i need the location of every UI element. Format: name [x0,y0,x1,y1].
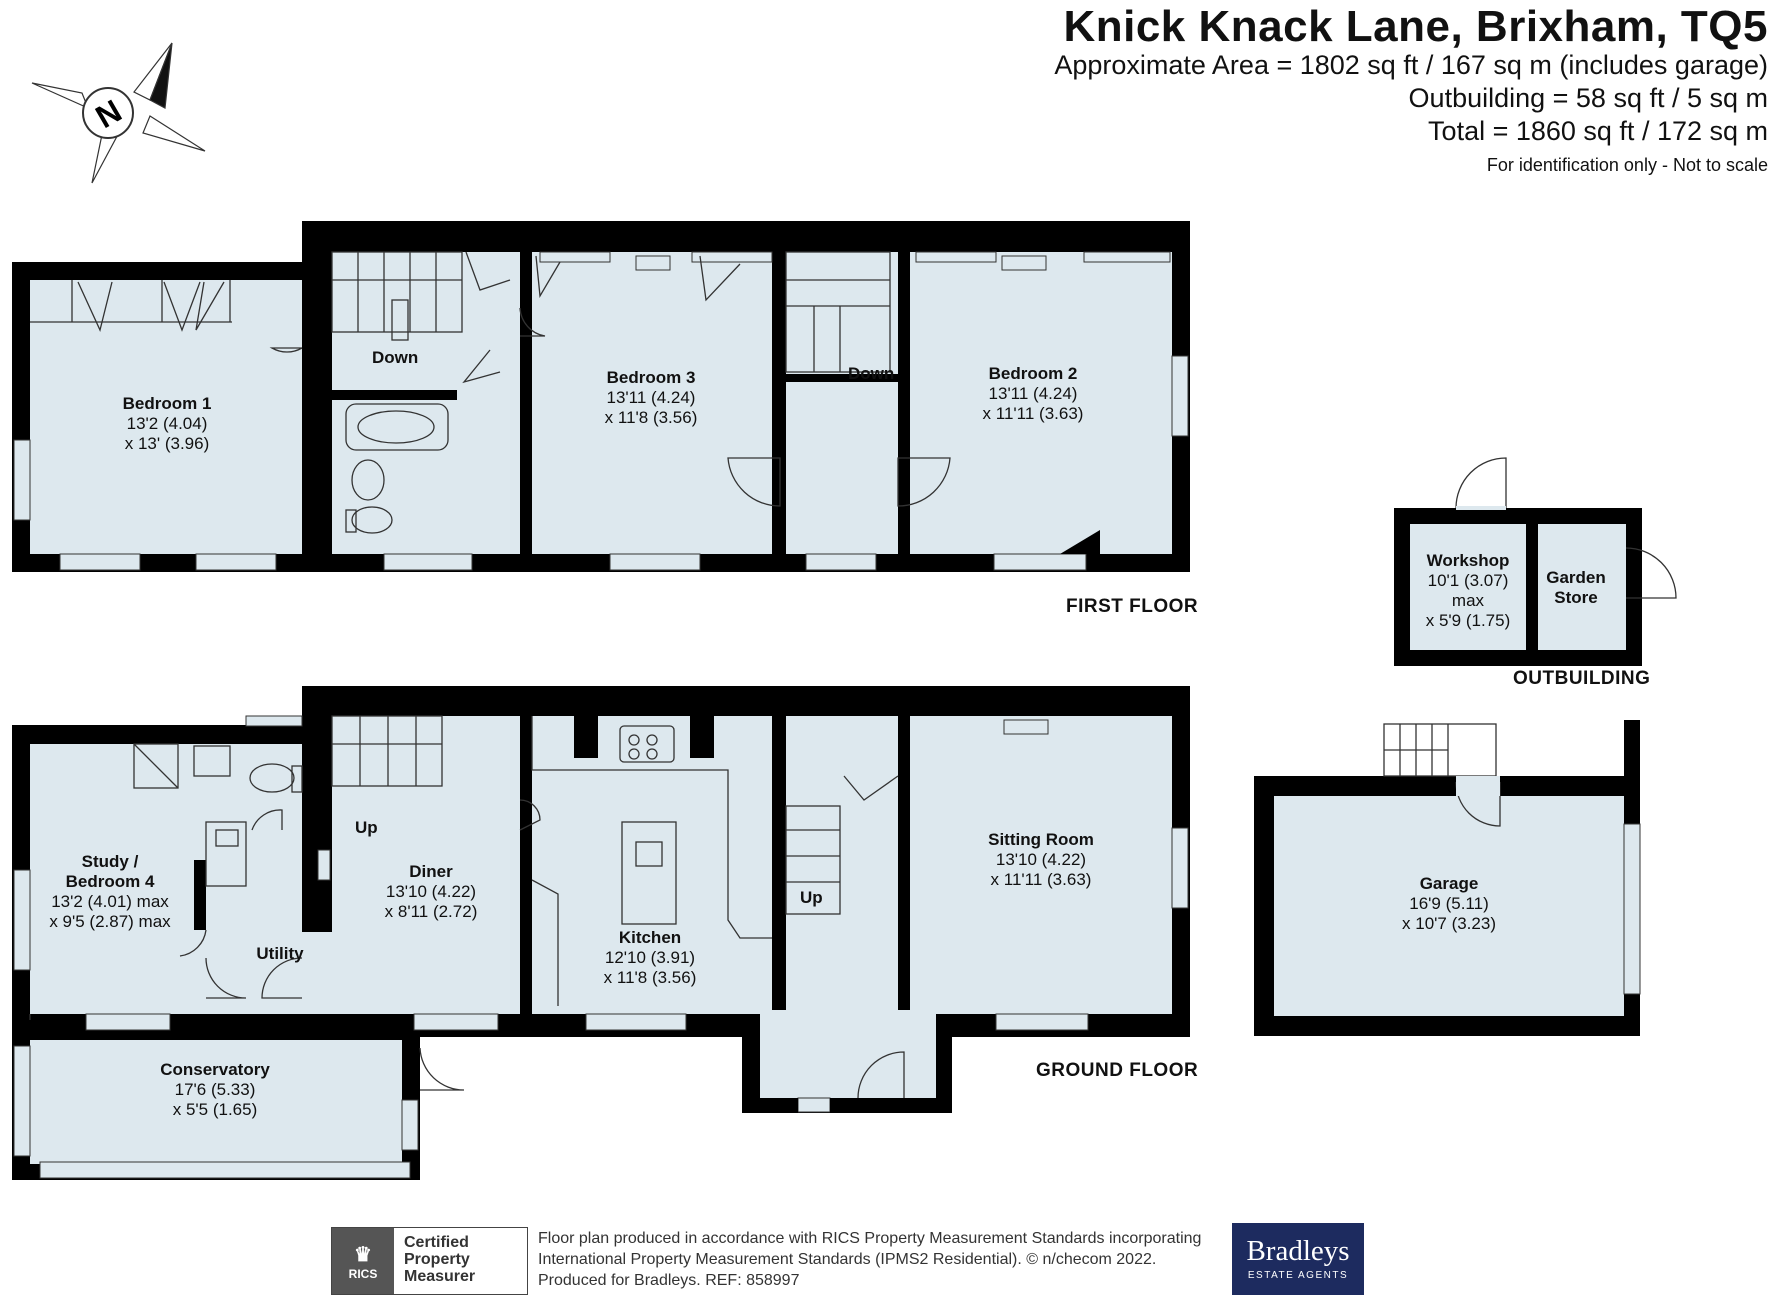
rics-cert-text: Certified Property Measurer [394,1228,485,1294]
footer-statement: Floor plan produced in accordance with R… [538,1228,1201,1291]
room-bedroom2: Bedroom 2 13'11 (4.24) x 11'11 (3.63) [983,364,1084,424]
rics-certified-badge: ♛ RICS Certified Property Measurer [331,1227,528,1295]
room-dim: 13'10 (4.22) [385,882,477,901]
agent-name: Bradleys [1246,1235,1350,1267]
room-dim: 10'1 (3.07) [1427,571,1509,590]
room-dim: 13'11 (4.24) [606,388,696,407]
room-dim: x 9'5 (2.87) max [49,912,171,931]
room-dim: 17'6 (5.33) [174,1080,256,1099]
room-dim: 13'2 (4.04) [126,414,208,433]
stair-hall-floor [786,252,898,554]
room-dim: 13'10 (4.22) [995,850,1087,869]
room-dim: 16'9 (5.11) [1409,894,1489,913]
room-name: Study / [81,852,139,871]
stair-up-label: Up [355,818,378,837]
stair-down-label: Down [372,348,419,367]
room-name: Store [1554,588,1598,607]
room-name: Bedroom 1 [122,394,212,413]
property-title: Knick Knack Lane, Brixham, TQ5 [1063,2,1768,51]
room-sitting-room: Sitting Room 13'10 (4.22) x 11'11 (3.63) [988,830,1094,890]
room-study: Study / Bedroom 4 13'2 (4.01) max x 9'5 … [49,852,170,932]
scale-disclaimer: For identification only - Not to scale [1486,155,1768,175]
room-dim: 13'11 (4.24) [988,384,1078,403]
room-name: Utility [256,944,304,963]
rics-seal-icon: ♛ RICS [332,1228,394,1294]
garage-plan [1254,720,1641,1036]
room-dim: x 11'11 (3.63) [990,870,1092,889]
room-dim: x 8'11 (2.72) [384,902,478,921]
room-dim: x 13' (3.96) [124,434,210,453]
kitchen-floor [532,716,772,1014]
compass-rose-icon [31,42,206,184]
room-garage: Garage 16'9 (5.11) x 10'7 (3.23) [1402,874,1496,934]
room-name: Kitchen [618,928,682,947]
room-name: Bedroom 2 [988,364,1078,383]
rics-seal-text: RICS [348,1266,378,1281]
room-name: Sitting Room [988,830,1094,849]
total-area: Total = 1860 sq ft / 172 sq m [1428,116,1768,146]
ground-floor-label: GROUND FLOOR [1036,1060,1199,1081]
hall-floor [786,716,898,1014]
room-dim: x 11'8 (3.56) [603,968,697,987]
first-floor-label: FIRST FLOOR [1066,596,1199,617]
ground-floor-plan [12,686,1190,1180]
bathroom-floor [340,400,518,554]
footer-line: Floor plan produced in accordance with R… [538,1230,1202,1247]
room-name: Garden [1546,568,1606,587]
room-dim: 13'2 (4.01) max [51,892,169,911]
room-dim: max [1451,591,1485,610]
room-bedroom1: Bedroom 1 13'2 (4.04) x 13' (3.96) [123,394,212,454]
rics-cert-line: Certified [404,1234,469,1251]
agent-tagline: ESTATE AGENTS [1247,1270,1349,1281]
diner-floor [332,716,520,1014]
porch-floor [760,1010,936,1098]
room-kitchen: Kitchen 12'10 (3.91) x 11'8 (3.56) [604,928,697,988]
room-name: Workshop [1426,551,1510,570]
bedroom1-floor [30,280,302,554]
room-name: Bedroom 4 [65,872,155,891]
approximate-area: Approximate Area = 1802 sq ft / 167 sq m… [1054,50,1768,80]
stair-up-label: Up [800,888,823,907]
footer-line: International Property Measurement Stand… [538,1251,1157,1268]
outbuilding-area: Outbuilding = 58 sq ft / 5 sq m [1408,83,1768,113]
agent-logo: Bradleys ESTATE AGENTS [1232,1223,1364,1295]
bedroom2-floor [910,252,1172,554]
stair-down-label: Down [848,364,895,383]
room-dim: x 5'9 (1.75) [1425,611,1511,630]
room-dim: x 5'5 (1.65) [172,1100,258,1119]
room-garden-store: Garden Store [1546,568,1606,608]
shower-room-floor [134,744,302,880]
rics-cert-line: Measurer [404,1268,476,1285]
room-name: Bedroom 3 [606,368,696,387]
room-dim: x 11'8 (3.56) [604,408,698,427]
room-dim: 12'10 (3.91) [604,948,696,967]
room-dim: x 10'7 (3.23) [1402,914,1496,933]
outbuilding-plan [1394,457,1677,666]
first-floor-plan [12,221,1190,572]
room-name: Diner [409,862,453,881]
sitting-floor [910,716,1172,1014]
footer-line: Produced for Bradleys. REF: 858997 [538,1272,800,1289]
rics-cert-line: Property [404,1251,470,1268]
room-dim: x 11'11 (3.63) [982,404,1084,423]
room-diner: Diner 13'10 (4.22) x 8'11 (2.72) [385,862,478,922]
room-bedroom3: Bedroom 3 13'11 (4.24) x 11'8 (3.56) [605,368,698,428]
outbuilding-label: OUTBUILDING [1513,668,1651,689]
room-name: Garage [1419,874,1479,893]
bedroom3-floor [532,252,772,554]
room-name: Conservatory [160,1060,270,1079]
room-utility: Utility [256,944,303,964]
room-conservatory: Conservatory 17'6 (5.33) x 5'5 (1.65) [160,1060,270,1120]
room-workshop: Workshop 10'1 (3.07) max x 5'9 (1.75) [1426,551,1511,631]
